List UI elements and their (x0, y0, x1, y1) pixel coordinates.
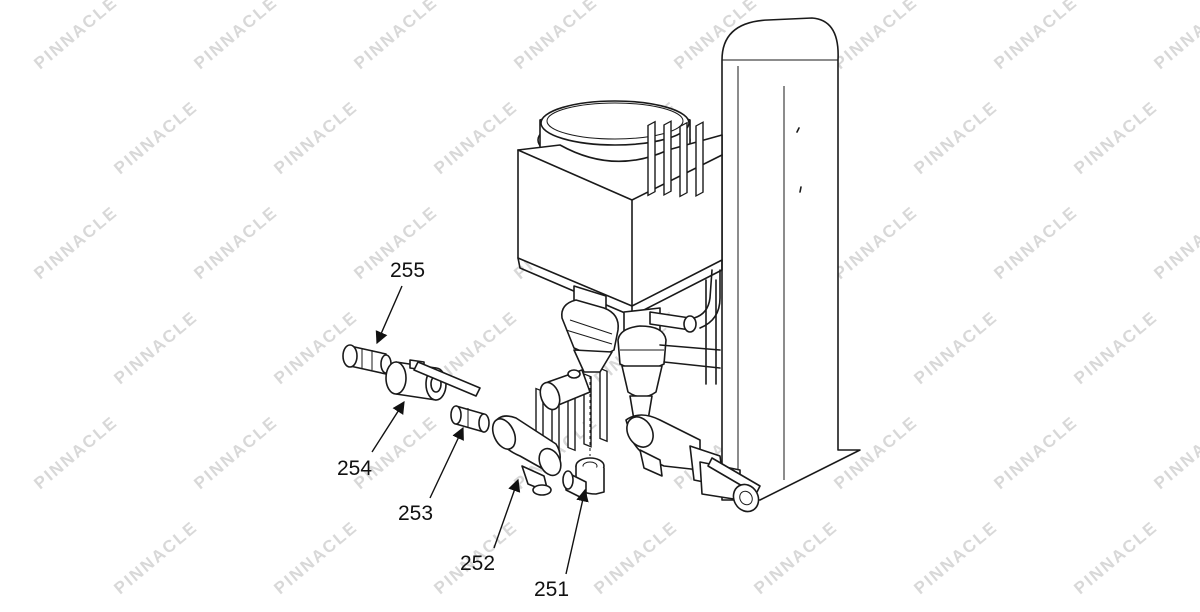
watermark-text: PINNACLE (110, 307, 201, 388)
watermark-text: PINNACLE (990, 202, 1081, 283)
part-252-strainer (491, 415, 562, 496)
installed-strainer-valve (625, 414, 761, 513)
motor-housing (517, 100, 723, 463)
pump-outlets (539, 269, 721, 421)
callout-label-254: 254 (337, 457, 372, 480)
watermark-text: PINNACLE (190, 0, 281, 73)
watermark-text: PINNACLE (910, 97, 1001, 178)
watermark-text: PINNACLE (1150, 0, 1200, 73)
watermark-text: PINNACLE (270, 517, 361, 598)
watermark-text: PINNACLE (910, 517, 1001, 598)
watermark-text: PINNACLE (1150, 412, 1200, 493)
watermark-text: PINNACLE (910, 307, 1001, 388)
leader-line-251 (565, 488, 589, 575)
callout-251: 251 (534, 488, 589, 601)
watermark-text: PINNACLE (350, 0, 441, 73)
watermark-text: PINNACLE (270, 97, 361, 178)
callout-252: 252 (460, 478, 521, 575)
watermark-text: PINNACLE (110, 97, 201, 178)
watermark-text: PINNACLE (430, 97, 521, 178)
leader-line-253 (429, 426, 464, 499)
watermark-text: PINNACLE (190, 412, 281, 493)
leader-line-254 (371, 400, 405, 453)
callout-label-252: 252 (460, 552, 495, 575)
leader-line-255 (375, 285, 403, 345)
watermark-text: PINNACLE (1070, 97, 1161, 178)
part-253-nipple (450, 405, 490, 433)
watermark-text: PINNACLE (990, 0, 1081, 73)
watermark-text: PINNACLE (1070, 517, 1161, 598)
callout-label-251: 251 (534, 578, 569, 601)
cabinet-frame (721, 17, 861, 501)
part-254-ball-valve (385, 359, 481, 401)
watermark-text: PINNACLE (990, 412, 1081, 493)
watermark-text: PINNACLE (30, 0, 121, 73)
watermark-text: PINNACLE (750, 517, 841, 598)
watermark-text: PINNACLE (190, 202, 281, 283)
watermark-text: PINNACLE (510, 0, 601, 73)
part-255-fitting (342, 344, 392, 375)
watermark-text: PINNACLE (1070, 307, 1161, 388)
leader-line-252 (493, 478, 521, 549)
watermark-text: PINNACLE (1150, 202, 1200, 283)
watermark-text: PINNACLE (350, 412, 441, 493)
watermark-text: PINNACLE (590, 517, 681, 598)
callout-label-255: 255 (390, 259, 425, 282)
watermark-text: PINNACLE (830, 0, 921, 73)
watermark-text: PINNACLE (830, 202, 921, 283)
watermark-text: PINNACLE (30, 412, 121, 493)
callout-253: 253 (398, 426, 464, 525)
callout-254: 254 (337, 400, 405, 480)
callout-label-253: 253 (398, 502, 433, 525)
watermark-text: PINNACLE (30, 202, 121, 283)
callout-255: 255 (375, 259, 425, 345)
part-251-elbow (562, 457, 605, 501)
watermark-text: PINNACLE (110, 517, 201, 598)
